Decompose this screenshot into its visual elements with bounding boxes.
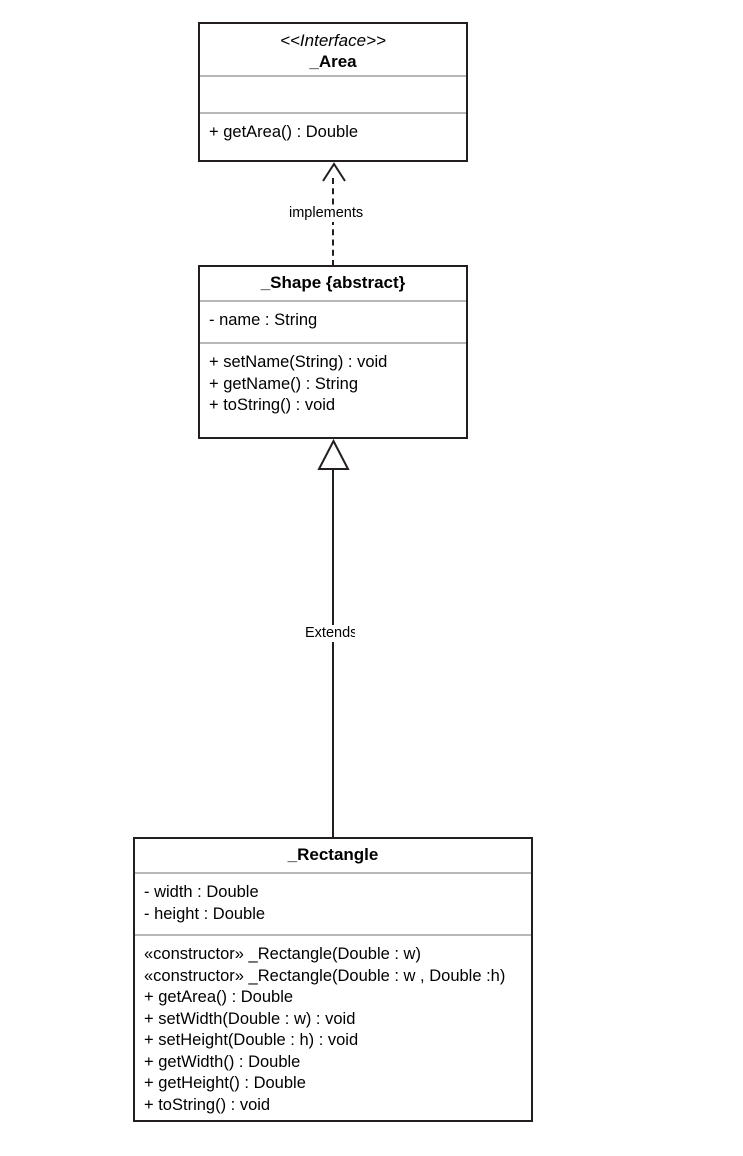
class-method-row: + getWidth() : Double [144,1052,301,1071]
class-attributes-area [200,77,466,114]
class-methods-shape: + setName(String) : void + getName() : S… [200,344,466,426]
implements-connector-label: implements [289,205,377,222]
class-method-row: + setWidth(Double : w) : void [144,1009,356,1028]
implements-connector-line [332,178,334,266]
extends-connector-label: Extends [305,625,355,642]
class-method-row: + getArea() : Double [209,123,359,141]
class-method-row: «constructor» _Rectangle(Double : w) [144,945,421,963]
class-method-row: + setHeight(Double : h) : void [144,1031,359,1049]
class-name-area: _Area [309,51,357,71]
class-header-rectangle: _Rectangle [135,839,531,874]
class-attribute-row: - height : Double [144,904,266,923]
class-attributes-shape: - name : String [200,302,466,344]
class-attribute-row: - name : String [209,311,318,329]
class-box-shape[interactable]: _Shape {abstract} - name : String + setN… [198,265,468,439]
class-attributes-rectangle: - width : Double - height : Double [135,874,531,936]
class-attribute-row: - width : Double [144,883,259,901]
class-box-area[interactable]: <<Interface>> _Area + getArea() : Double [198,22,468,162]
class-stereotype-area: <<Interface>> [280,31,386,50]
class-name-rectangle: _Rectangle [287,845,379,864]
class-header-shape: _Shape {abstract} [200,267,466,302]
class-method-row: + getArea() : Double [144,988,294,1006]
class-method-row: + getHeight() : Double [144,1074,306,1092]
class-name-shape: _Shape {abstract} [260,273,406,292]
extends-connector-line [332,468,334,839]
implements-arrowhead-icon [322,162,346,182]
class-method-row: + toString() : void [144,1095,271,1114]
class-method-row: «constructor» _Rectangle(Double : w , Do… [144,966,506,985]
class-method-row: + toString() : void [209,396,336,414]
class-method-row: + setName(String) : void [209,353,388,371]
class-box-rectangle[interactable]: _Rectangle - width : Double - height : D… [133,837,533,1122]
class-methods-area: + getArea() : Double [200,114,466,153]
class-method-row: + getName() : String [209,374,359,393]
extends-arrowhead-icon [317,438,350,470]
class-header-area: <<Interface>> _Area [200,24,466,77]
class-methods-rectangle: «constructor» _Rectangle(Double : w) «co… [135,936,531,1125]
